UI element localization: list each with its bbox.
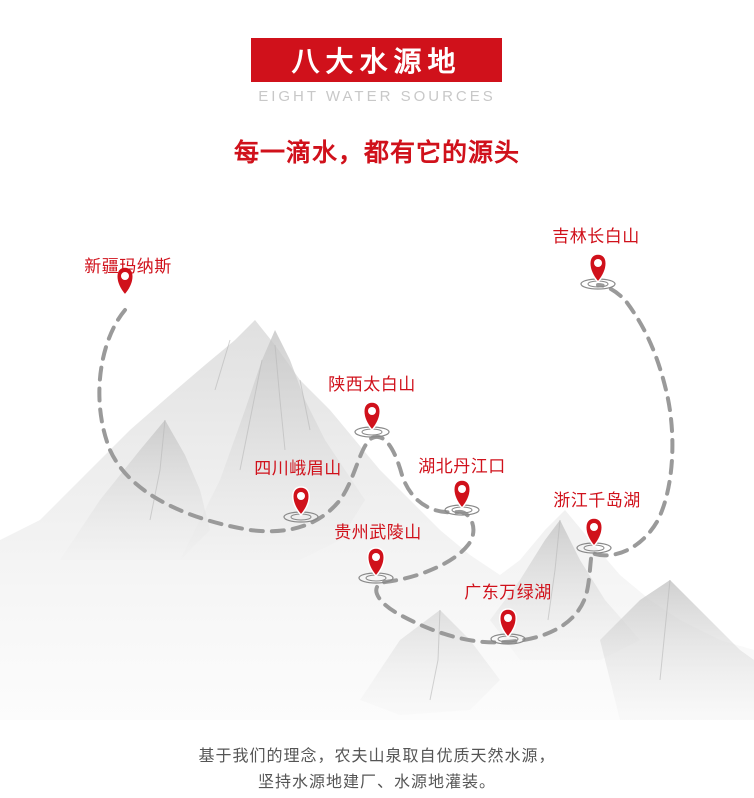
title-banner: 八大水源地 — [251, 38, 502, 82]
slogan: 每一滴水，都有它的源头 — [233, 138, 520, 167]
marker-guangdong[interactable] — [490, 608, 526, 645]
label-zhejiang: 浙江千岛湖 — [553, 491, 641, 511]
map-pin-icon — [453, 479, 471, 510]
footer-line-1: 基于我们的理念，农夫山泉取自优质天然水源， — [198, 746, 556, 765]
map-pin-icon — [585, 517, 603, 548]
marker-shaanxi[interactable] — [354, 401, 390, 438]
label-sichuan: 四川峨眉山 — [254, 459, 342, 479]
label-guizhou: 贵州武陵山 — [334, 523, 422, 543]
map-pin-icon — [292, 486, 310, 517]
label-shaanxi: 陕西太白山 — [328, 375, 416, 395]
label-hubei: 湖北丹江口 — [418, 457, 506, 477]
page-title: 八大水源地 — [291, 45, 462, 78]
marker-xinjiang[interactable] — [116, 266, 134, 297]
map-pin-icon — [589, 253, 607, 284]
marker-guizhou[interactable] — [358, 547, 394, 584]
map-pin-icon — [499, 608, 517, 639]
marker-jilin[interactable] — [580, 253, 616, 290]
marker-hubei[interactable] — [444, 479, 480, 516]
mountain-illustration — [0, 320, 754, 720]
marker-zhejiang[interactable] — [576, 517, 612, 554]
label-guangdong: 广东万绿湖 — [464, 583, 552, 603]
map-pin-icon — [367, 547, 385, 578]
label-xinjiang: 新疆玛纳斯 — [84, 257, 172, 277]
subtitle-english: EIGHT WATER SOURCES — [258, 88, 496, 105]
footer-line-2: 坚持水源地建厂、水源地灌装。 — [257, 772, 496, 791]
label-jilin: 吉林长白山 — [552, 227, 640, 247]
map-pin-icon — [363, 401, 381, 432]
map-pin-icon — [116, 266, 134, 297]
marker-sichuan[interactable] — [283, 486, 319, 523]
